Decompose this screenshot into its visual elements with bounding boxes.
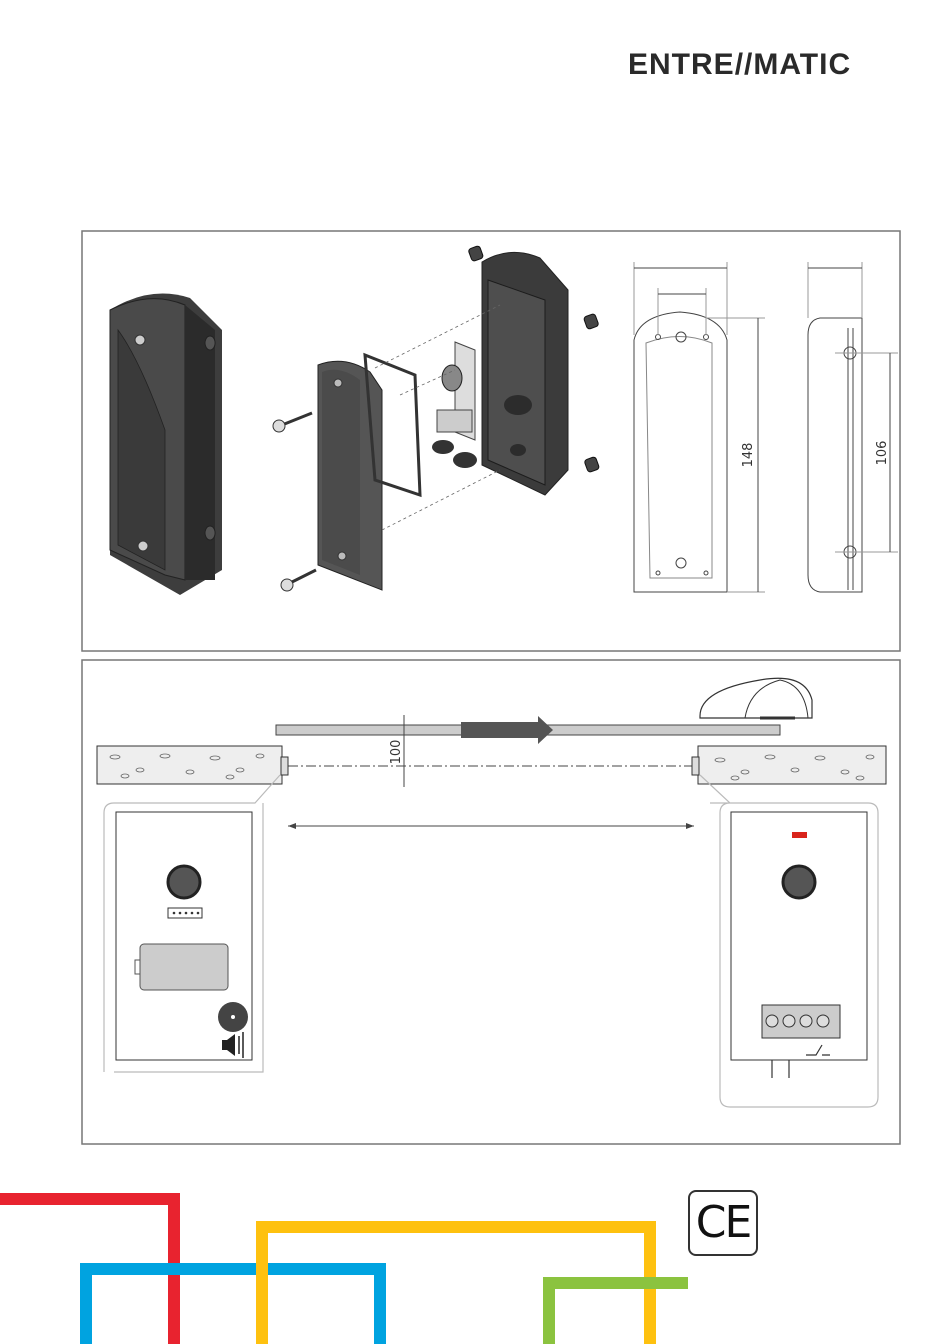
screw-top	[273, 413, 312, 432]
terminal-block-icon	[762, 1005, 840, 1038]
gate-operator	[700, 678, 812, 718]
ground-right	[698, 746, 886, 784]
receiver-lens-icon	[783, 866, 815, 898]
transmitter-lens-icon	[168, 866, 200, 898]
exploded-cover	[318, 361, 382, 590]
assembled-photocell	[110, 294, 222, 595]
base-housing	[482, 252, 568, 495]
receiver-marker	[692, 757, 699, 775]
transmitter-marker	[281, 757, 288, 775]
side-view-drawing	[808, 262, 898, 592]
pcb-board	[437, 342, 475, 440]
brand-stripes	[0, 1199, 688, 1344]
front-view-drawing	[634, 262, 765, 592]
ce-mark: CE	[688, 1190, 758, 1256]
battery-icon	[140, 944, 228, 990]
screw-bottom	[281, 570, 316, 591]
direction-arrow-icon	[461, 716, 553, 744]
beam-height-dim: 100	[389, 740, 404, 765]
height-dim-label: 148	[741, 443, 756, 468]
spacing-dim-label: 106	[875, 441, 890, 466]
status-led-icon	[792, 832, 807, 838]
